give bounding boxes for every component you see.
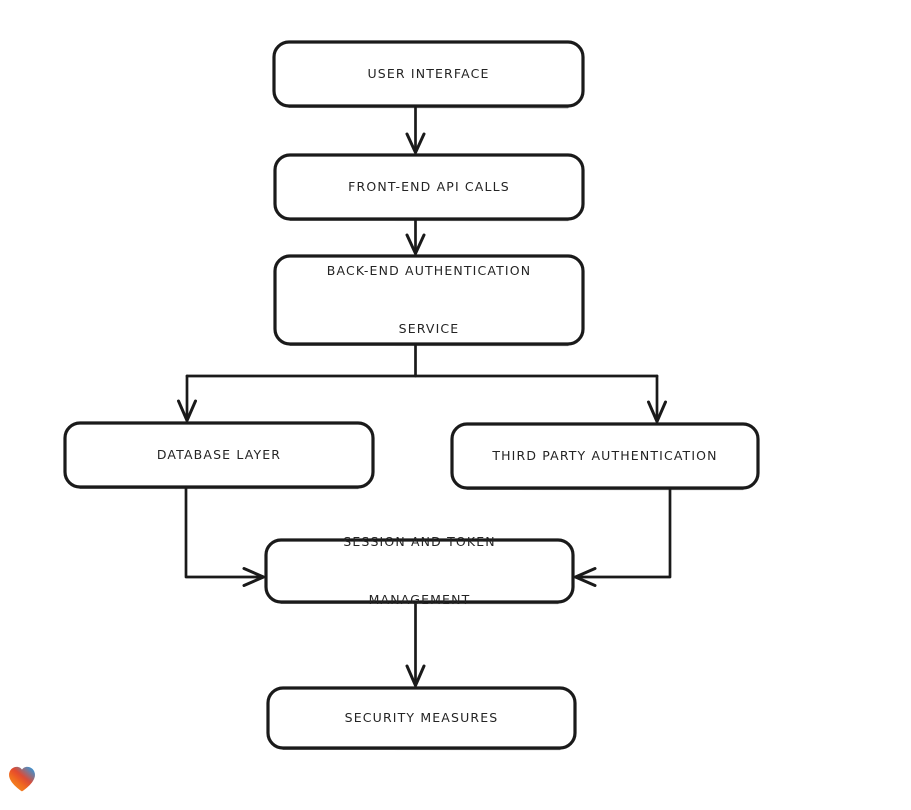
node-back-end-authentication-service[interactable] [275, 256, 583, 344]
edge-ui-to-api [405, 104, 426, 154]
node-user-interface[interactable] [274, 42, 583, 106]
node-front-end-api-calls-shape [273, 153, 585, 221]
edge-api-to-backend [405, 217, 426, 255]
node-security-measures-shape [266, 686, 577, 750]
node-third-party-authentication[interactable] [452, 424, 758, 488]
edge-backend-split [177, 342, 667, 423]
node-security-measures[interactable] [268, 688, 575, 748]
node-back-end-authentication-service-shape [273, 254, 585, 346]
heart-icon [9, 766, 35, 792]
node-session-and-token-management-shape [264, 538, 575, 604]
edge-thirdparty-to-session [574, 486, 672, 587]
node-session-and-token-management[interactable] [266, 540, 573, 602]
node-front-end-api-calls[interactable] [275, 155, 583, 219]
node-database-layer-shape [63, 421, 375, 489]
node-database-layer[interactable] [65, 423, 373, 487]
edge-session-to-security [405, 600, 426, 687]
edge-database-to-session [184, 485, 265, 587]
node-user-interface-shape [272, 40, 585, 108]
node-third-party-authentication-shape [450, 422, 760, 490]
